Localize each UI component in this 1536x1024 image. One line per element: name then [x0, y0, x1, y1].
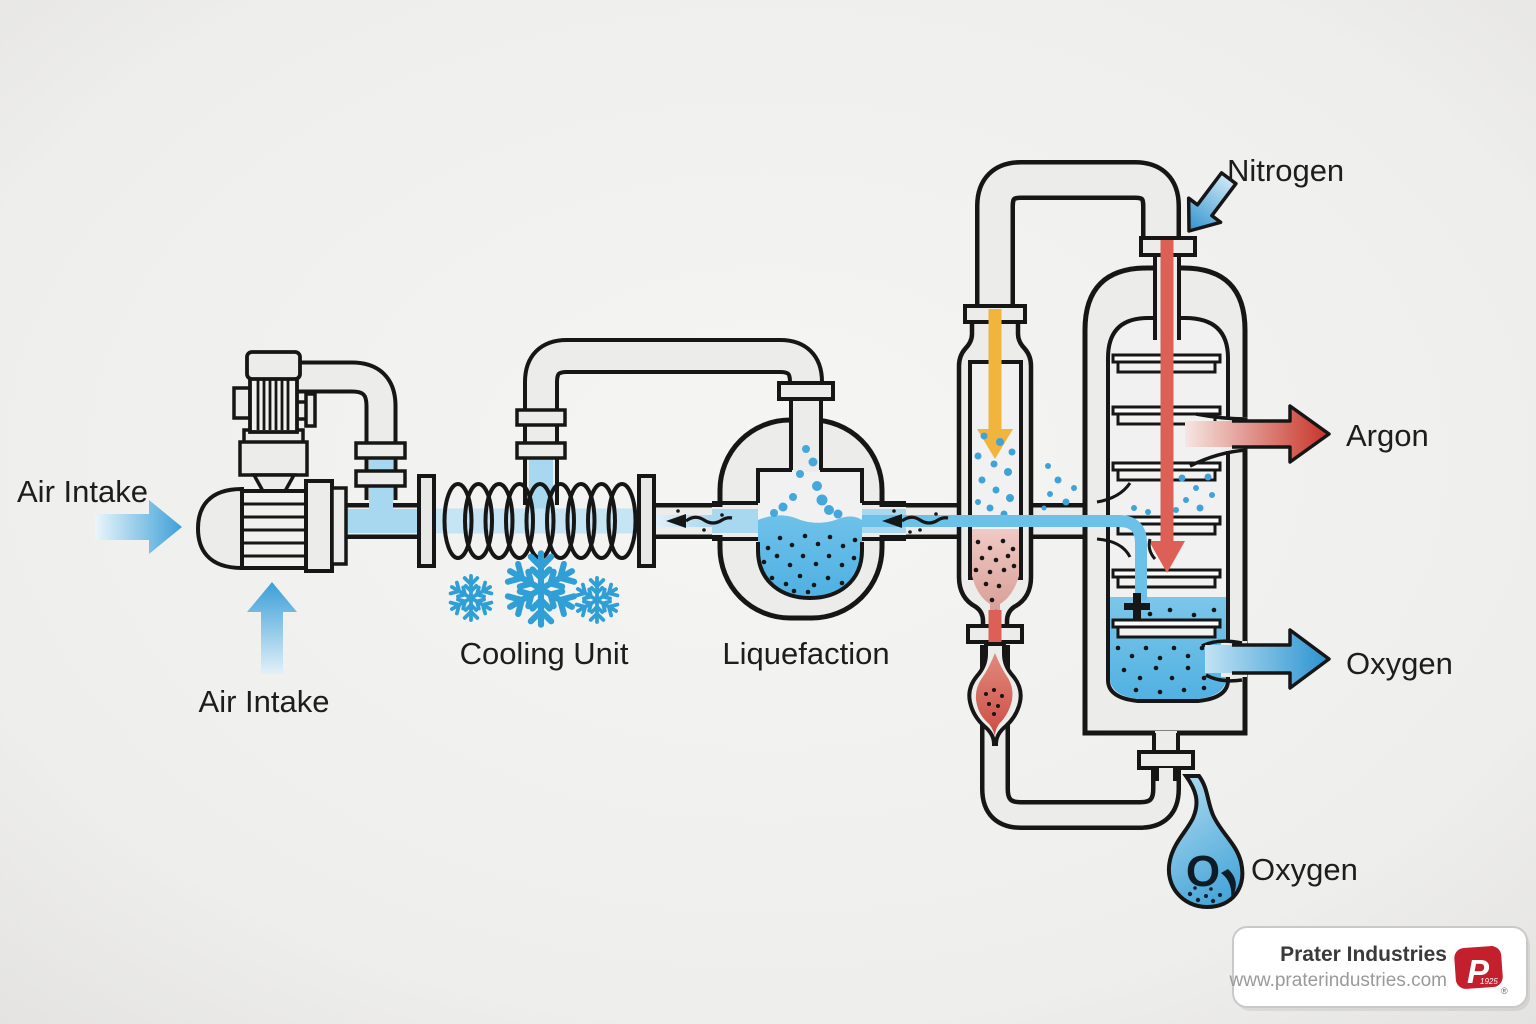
o2-symbol: O — [1186, 847, 1220, 896]
column-overhead-pipe — [975, 160, 1181, 308]
column-bubbles — [974, 432, 1016, 518]
pump-outlet-pipe — [296, 360, 398, 500]
air-intake-arrow-vertical — [247, 582, 297, 674]
drip-bulb-liquid — [975, 653, 1013, 736]
label-nitrogen: Nitrogen — [1227, 153, 1344, 188]
bottom-flange — [1137, 750, 1195, 770]
distillation-column — [1082, 236, 1248, 781]
argon-outlet-arrow — [1185, 404, 1331, 464]
prater-logo-icon: P 1925 ® — [1454, 946, 1508, 996]
cooling-to-liquefaction-pipe — [523, 338, 824, 505]
bulb-dots — [984, 688, 1004, 716]
label-oxygen-drop: Oxygen — [1251, 852, 1358, 887]
cooling-unit — [417, 474, 656, 625]
label-argon: Argon — [1346, 418, 1429, 453]
label-liquefaction: Liquefaction — [722, 636, 889, 671]
beaker-outline — [756, 468, 864, 601]
pump-fins — [243, 502, 307, 558]
subscript-2-crescent — [1221, 869, 1236, 899]
oxygen-rich-liquid — [972, 529, 1019, 626]
brand-website: www.praterindustries.com — [1228, 970, 1447, 991]
nitrogen-reflux-stream — [1149, 240, 1185, 573]
label-oxygen-outlet: Oxygen — [1346, 646, 1453, 681]
logo-monogram: P — [1467, 953, 1490, 990]
liquefaction-vessel — [712, 381, 906, 621]
oxygen-outlet-arrow — [1205, 628, 1331, 690]
flow-direction-arrow — [666, 509, 733, 532]
rising-bubbles — [770, 445, 843, 519]
column-gas-bubbles — [1041, 463, 1215, 515]
brand-company: Prater Industries — [1280, 943, 1447, 966]
air-compressor — [195, 350, 348, 573]
cooling-coil — [442, 482, 638, 560]
pre-separation-column — [956, 304, 1181, 830]
flow-direction-arrow — [882, 509, 949, 534]
label-air-intake-bottom: Air Intake — [199, 684, 330, 719]
brand-card: Prater Industries www.praterindustries.c… — [1228, 926, 1530, 1011]
registered-mark: ® — [1501, 986, 1508, 996]
drop-dots — [1187, 886, 1222, 904]
label-air-intake-left: Air Intake — [17, 474, 148, 509]
submerged-tray — [1111, 618, 1222, 639]
air-intake-arrow-horizontal — [95, 500, 182, 554]
nitrogen-inlet-arrow — [1186, 171, 1238, 233]
motor-fins — [256, 379, 290, 430]
logo-year: 1925 — [1480, 977, 1498, 986]
oxygen-drop: O — [1166, 774, 1245, 910]
feed-stream — [862, 463, 1215, 620]
label-cooling-unit: Cooling Unit — [460, 636, 629, 671]
liquid-dots — [761, 533, 858, 595]
liquefied-air — [758, 515, 862, 597]
mixing-cross — [1124, 593, 1150, 620]
